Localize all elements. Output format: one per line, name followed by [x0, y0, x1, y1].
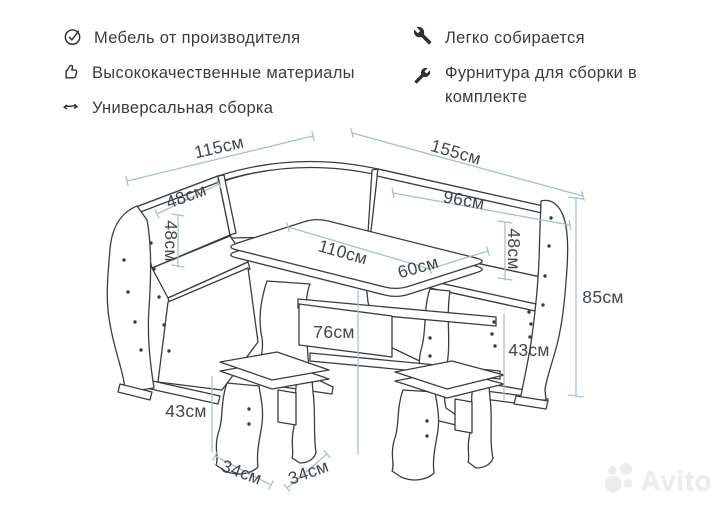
stool-apron-cutout — [454, 398, 473, 434]
table-top — [230, 218, 483, 290]
dim-line-155 — [350, 128, 585, 201]
feature-label: Легко собирается — [445, 29, 585, 47]
left-side-panel-foot — [117, 383, 153, 401]
feature-label: Высококачественные материалы — [92, 64, 355, 82]
feature-item-assembly: Универсальная сборка — [60, 96, 273, 120]
stool-leg-front — [215, 382, 264, 475]
right-side-panel-foot — [513, 395, 549, 410]
dim-line-48-left-vertical — [171, 213, 185, 268]
left-side-panel — [106, 205, 155, 393]
stool-left — [215, 351, 330, 475]
dim-line-48-diagonal — [154, 179, 222, 219]
dim-line-34-right — [283, 449, 331, 493]
stool-right — [391, 360, 505, 481]
dim-line-60 — [429, 246, 490, 270]
stool-apron-cutout — [277, 389, 297, 426]
avito-watermark: Avito — [603, 461, 712, 500]
swap-arrows-icon — [60, 96, 81, 117]
dim-label-right-seat-height: 43см — [508, 340, 549, 360]
feature-label: Универсальная сборка — [92, 99, 274, 117]
wrench-icon — [413, 26, 434, 47]
thumbs-up-icon — [60, 61, 81, 82]
feature-label: Фурнитура для сборки в комплекте — [445, 64, 638, 106]
dim-line-48-right-vertical — [497, 220, 513, 281]
avito-logo-icon — [603, 461, 637, 500]
feature-item-hardware: Фурнитура для сборки в комплекте — [413, 61, 670, 109]
wrench-alt-icon — [413, 61, 434, 84]
feature-label: Мебель от производителя — [94, 29, 301, 47]
check-circle-icon — [62, 26, 83, 47]
feature-item-materials: Высококачественные материалы — [60, 61, 355, 85]
dim-label-overall-height: 85см — [582, 287, 623, 307]
dim-line-115 — [125, 131, 315, 186]
screw-holes — [122, 216, 553, 438]
corner-post-left — [217, 174, 237, 236]
dim-line-85 — [568, 196, 584, 398]
stool-leg-front — [391, 389, 440, 481]
dim-label-left-bench-length: 115см — [192, 132, 245, 163]
dimension-lines — [125, 128, 585, 493]
avito-brand-text: Avito — [640, 464, 712, 496]
dim-label-stool-depth: 34см — [285, 456, 331, 489]
feature-item-easy-assembly: Легко собирается — [413, 26, 585, 50]
dim-label-right-bench-length: 155см — [428, 135, 483, 168]
table-beam-upper — [297, 298, 497, 327]
table-stretcher-panel — [298, 303, 393, 358]
dim-label-right-backrest-height: 48см — [504, 228, 524, 269]
feature-item-manufacturer: Мебель от производителя — [62, 26, 300, 50]
right-side-panel — [519, 199, 569, 401]
dim-label-left-seat-height: 43см — [165, 401, 206, 421]
dim-line-96 — [391, 187, 572, 231]
dim-label-left-backrest-height: 48см — [161, 220, 181, 261]
dim-label-table-height: 76см — [313, 322, 354, 342]
dim-line-34-left — [212, 451, 274, 490]
stool-seat — [219, 351, 330, 381]
